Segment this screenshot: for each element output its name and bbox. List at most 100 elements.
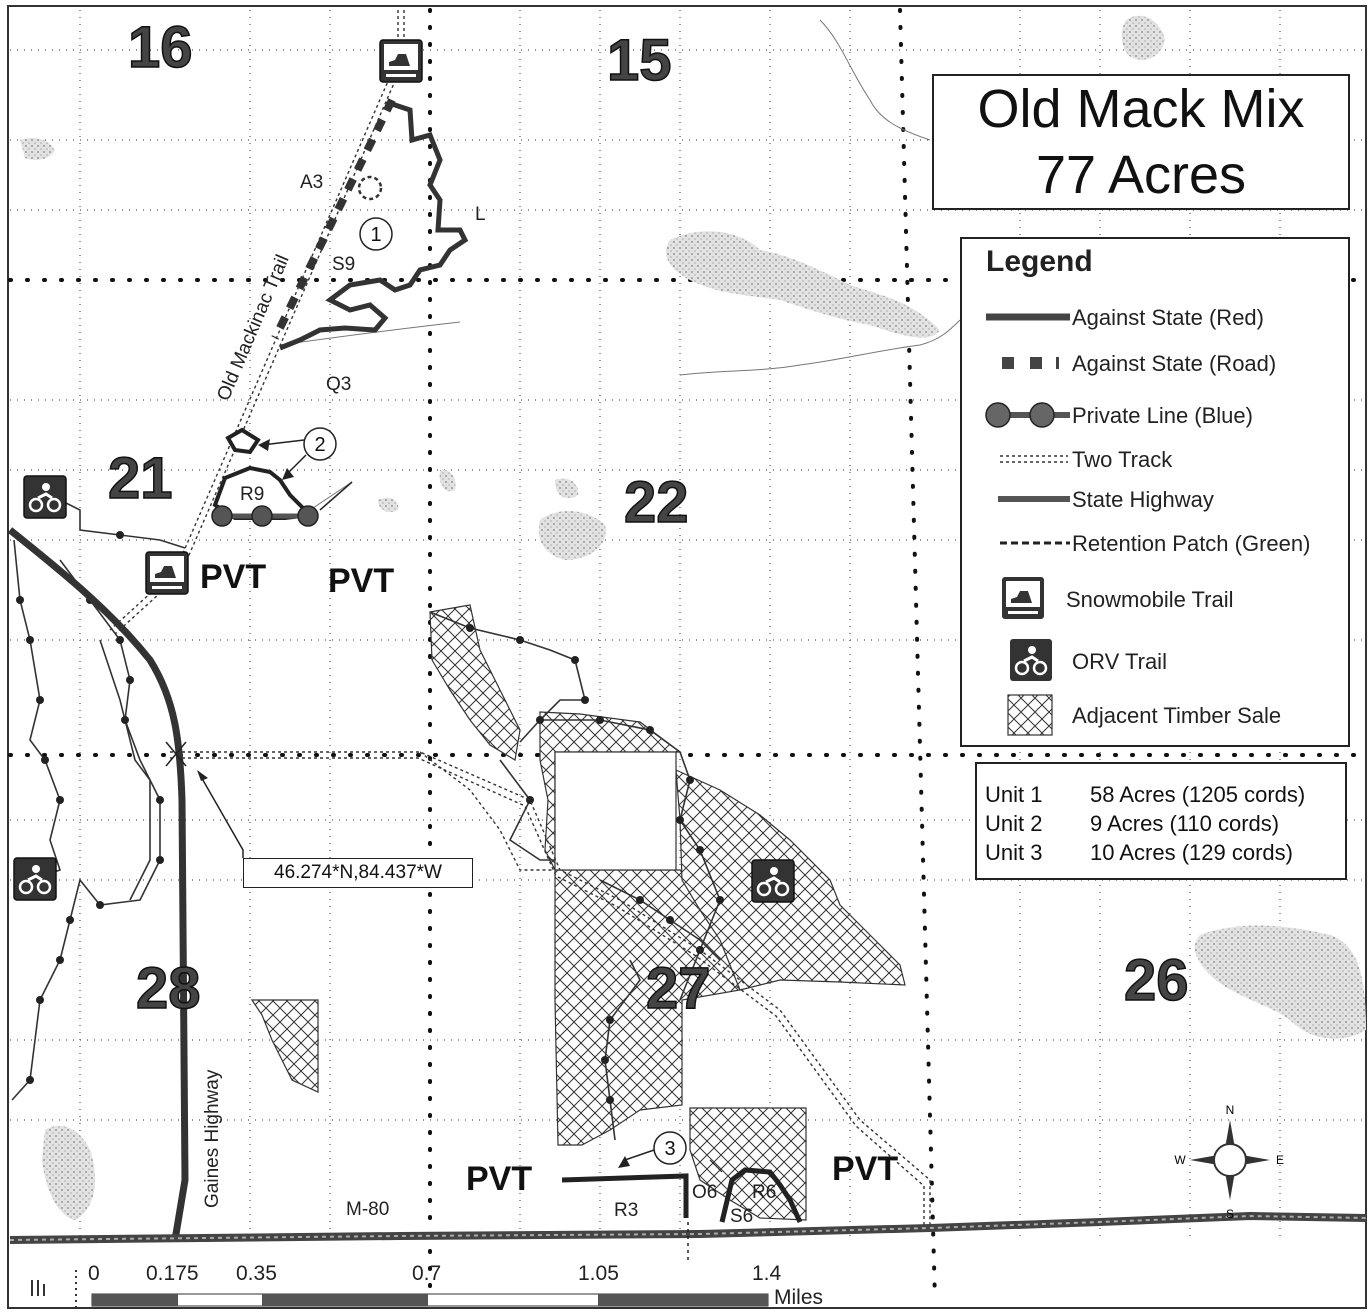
snowmobile-icon <box>379 39 423 83</box>
svg-text:2: 2 <box>314 434 325 456</box>
gaines-highway-label: Gaines Highway <box>202 1069 223 1208</box>
legend-item-two-track: Two Track <box>962 439 1352 479</box>
coordinate-pointer <box>165 741 244 858</box>
stand-o6: O6 <box>692 1182 717 1203</box>
scale-bar <box>75 1270 769 1310</box>
dashed-square-symbol <box>1002 357 1059 369</box>
legend-item-against-state-road: Against State (Road) <box>962 343 1352 383</box>
snowmobile-icon <box>1002 577 1044 619</box>
orv-icon <box>13 857 57 901</box>
wetland-areas <box>20 15 1366 1220</box>
retention-patch <box>357 175 383 201</box>
against-state-road <box>271 98 396 340</box>
compass-n: N <box>1226 1103 1235 1117</box>
unit-row: Unit 3 10 Acres (129 cords) <box>985 840 1293 866</box>
legend-panel: Legend Against State (Red) Against State… <box>960 237 1350 747</box>
stand-s9: S9 <box>332 254 355 275</box>
scale-unit: Miles <box>774 1286 824 1309</box>
legend-label: Adjacent Timber Sale <box>1072 703 1282 728</box>
legend-item-private-line: Private Line (Blue) <box>962 395 1352 435</box>
private-land-labels: PVT PVT PVT PVT <box>200 558 898 1198</box>
dot-line-symbol <box>985 402 1070 428</box>
section-22: 22 <box>624 470 689 535</box>
pvt-label: PVT <box>200 558 266 596</box>
section-16: 16 <box>128 15 193 80</box>
unit3-s6-boundary <box>719 1167 803 1224</box>
legend-item-adjacent-timber-sale: Adjacent Timber Sale <box>962 691 1352 739</box>
orv-icon <box>1010 639 1052 681</box>
unit3-line <box>561 1173 689 1218</box>
title-box: Old Mack Mix 77 Acres <box>932 74 1350 210</box>
legend-item-orv-trail: ORV Trail <box>962 637 1352 685</box>
stand-a3: A3 <box>300 172 323 193</box>
unit-summary-table: Unit 1 58 Acres (1205 cords) Unit 2 9 Acre… <box>975 762 1347 880</box>
unit-name: Unit 3 <box>985 840 1043 865</box>
scale-tick-0175: 0.175 <box>146 1262 199 1285</box>
legend-label: Two Track <box>1072 447 1173 472</box>
compass-e: E <box>1276 1153 1284 1167</box>
crosshatch-symbol <box>1007 694 1053 736</box>
snowmobile-icon <box>145 551 189 595</box>
highway-symbol <box>998 496 1070 502</box>
scale-tick-035: 0.35 <box>236 1262 277 1285</box>
section-numbers: 16 15 21 22 28 27 26 <box>107 14 1189 1022</box>
legend-label: Against State (Road) <box>1072 351 1277 376</box>
m80-label: M-80 <box>346 1199 389 1220</box>
scale-tick-105: 1.05 <box>578 1262 619 1285</box>
stand-s6: S6 <box>730 1206 753 1227</box>
unit-row: Unit 2 9 Acres (110 cords) <box>985 811 1279 837</box>
unit-name: Unit 1 <box>985 782 1043 807</box>
legend-label: Private Line (Blue) <box>1072 403 1253 428</box>
coordinate-label: 46.274*N,84.437*W <box>243 858 473 888</box>
pvt-label: PVT <box>328 562 394 600</box>
north-arrow-small-icon <box>31 1280 45 1296</box>
stand-l: L <box>475 204 486 225</box>
gaines-highway <box>7 527 189 1241</box>
excluded-parcel <box>554 751 677 871</box>
section-27: 27 <box>646 956 711 1021</box>
legend-item-retention-patch: Retention Patch (Green) <box>962 523 1352 563</box>
stand-r3: R3 <box>614 1200 638 1221</box>
svg-text:3: 3 <box>664 1138 675 1160</box>
unit-marker-labels: 1 2 3 <box>314 224 675 1160</box>
orv-icon <box>751 859 795 903</box>
unit-name: Unit 2 <box>985 811 1043 836</box>
svg-text:1: 1 <box>370 224 381 246</box>
scale-tick-14: 1.4 <box>752 1262 782 1285</box>
orv-icon <box>23 475 67 519</box>
unit-row: Unit 1 58 Acres (1205 cords) <box>985 782 1305 808</box>
dashed-line-symbol <box>1000 541 1070 545</box>
scale-tick-0: 0 <box>88 1262 100 1285</box>
acreage-title: 77 Acres <box>1035 145 1247 205</box>
legend-item-against-state-red: Against State (Red) <box>962 297 1352 337</box>
legend-label: State Highway <box>1072 487 1214 512</box>
legend-item-snowmobile-trail: Snowmobile Trail <box>962 575 1352 623</box>
stand-r9: R9 <box>240 484 264 505</box>
private-line-dots <box>211 505 319 527</box>
legend-label: ORV Trail <box>1072 649 1167 674</box>
section-21: 21 <box>108 446 173 511</box>
section-15: 15 <box>607 28 672 93</box>
compass-s: S <box>1226 1207 1234 1221</box>
section-lines <box>8 8 1368 1302</box>
unit-value: 58 Acres (1205 cords) <box>1090 782 1306 807</box>
stand-labels: A3 S9 L Q3 R9 R3 O6 R6 S6 <box>240 172 776 1227</box>
double-dot-symbol <box>1000 455 1068 463</box>
pvt-label: PVT <box>466 1160 532 1198</box>
unit-value: 9 Acres (110 cords) <box>1090 811 1280 836</box>
section-26: 26 <box>1124 948 1189 1013</box>
legend-item-state-highway: State Highway <box>962 479 1352 519</box>
unit-value: 10 Acres (129 cords) <box>1090 840 1293 865</box>
thick-line-symbol <box>986 313 1070 321</box>
stand-q3: Q3 <box>326 374 351 395</box>
unit1-boundary <box>279 101 469 351</box>
pvt-label: PVT <box>832 1150 898 1188</box>
legend-label: Retention Patch (Green) <box>1072 531 1311 556</box>
map-title: Old Mack Mix <box>977 79 1305 139</box>
section-28: 28 <box>136 956 201 1021</box>
stand-r6: R6 <box>752 1182 776 1203</box>
legend-label: Snowmobile Trail <box>1066 587 1234 612</box>
compass-rose: N S E W <box>1174 1103 1284 1221</box>
scale-tick-07: 0.7 <box>412 1262 442 1285</box>
legend-label: Against State (Red) <box>1072 305 1264 330</box>
